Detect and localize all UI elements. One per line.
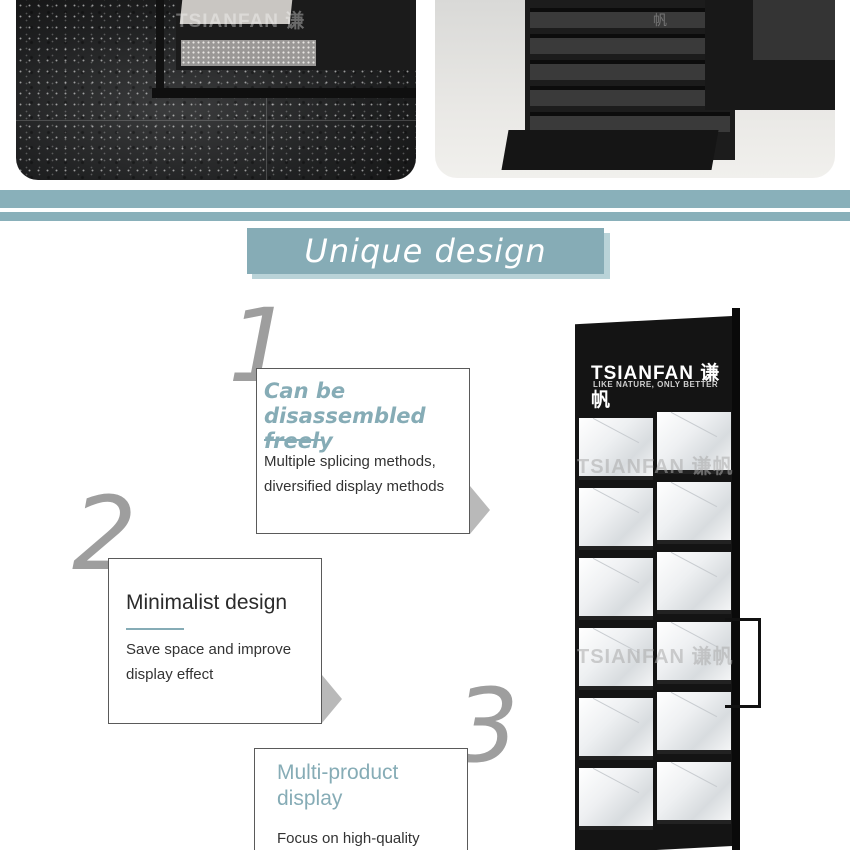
second-rack-samples xyxy=(753,0,835,60)
rack-tile-sample xyxy=(579,488,653,550)
product-photo-left: TSIANFAN 谦 xyxy=(16,0,416,180)
rack-tile-sample xyxy=(657,692,731,754)
rack-shelf xyxy=(530,34,730,54)
display-stand-post xyxy=(156,0,164,98)
rack-watermark: TSIANFAN 谦帆 xyxy=(577,646,734,668)
feature-card-1: Can be disassembled freely Multiple spli… xyxy=(256,368,470,534)
display-rack-base xyxy=(501,130,719,170)
floor-tile-seam xyxy=(266,98,267,180)
rack-shelf xyxy=(530,86,730,106)
feature-description: Save space and improve display effect xyxy=(126,641,292,683)
rack-tile-sample xyxy=(657,762,731,824)
section-title-banner: Unique design xyxy=(247,228,604,274)
feature-heading: Minimalist design xyxy=(126,591,288,614)
pointer-arrow-icon xyxy=(322,675,342,723)
feature-card-2: Minimalist design Save space and improve… xyxy=(108,558,322,724)
product-display-rack: TSIANFAN 谦帆 LIKE NATURE, ONLY BETTER TSI… xyxy=(575,308,761,850)
rack-watermark: TSIANFAN 谦帆 xyxy=(577,456,734,478)
pointer-arrow-icon xyxy=(470,486,490,534)
rack-shelf xyxy=(530,8,730,28)
rack-tile-sample xyxy=(657,622,731,684)
feature-heading: Multi-product display xyxy=(277,761,399,810)
rack-side-frame xyxy=(732,308,740,850)
rack-brand-logo: TSIANFAN 谦帆 xyxy=(591,363,721,411)
section-divider-band-thin xyxy=(0,212,850,221)
product-photo-right: 帆 xyxy=(435,0,835,178)
rack-slogan: LIKE NATURE, ONLY BETTER xyxy=(593,380,719,389)
rack-tile-sample xyxy=(579,558,653,620)
stone-sample-slab xyxy=(181,40,316,66)
section-divider-band xyxy=(0,190,850,208)
rack-shelf xyxy=(530,112,730,132)
floor-tile-seam xyxy=(16,120,416,121)
feature-heading-rule xyxy=(264,439,322,441)
rack-side-handle xyxy=(725,618,761,708)
feature-card-3: Multi-product display Focus on high-qual… xyxy=(254,748,468,850)
rack-tile-sample xyxy=(579,698,653,760)
photo-watermark: 帆 xyxy=(653,12,667,28)
rack-tile-sample xyxy=(579,768,653,830)
feature-heading-rule xyxy=(126,628,184,630)
display-stand-base xyxy=(152,88,416,98)
feature-description: Focus on high-quality xyxy=(277,830,420,847)
section-title: Unique design xyxy=(304,232,547,270)
rack-tile-sample xyxy=(657,412,731,474)
rack-tile-sample xyxy=(579,418,653,480)
rack-shelf xyxy=(530,60,730,80)
rack-tile-sample xyxy=(579,628,653,690)
rack-tile-sample xyxy=(657,482,731,544)
rack-tile-sample xyxy=(657,552,731,614)
feature-description: Multiple splicing methods, diversified d… xyxy=(264,453,445,495)
photo-watermark: TSIANFAN 谦 xyxy=(176,11,306,32)
feature-heading: Can be disassembled freely xyxy=(264,379,426,453)
